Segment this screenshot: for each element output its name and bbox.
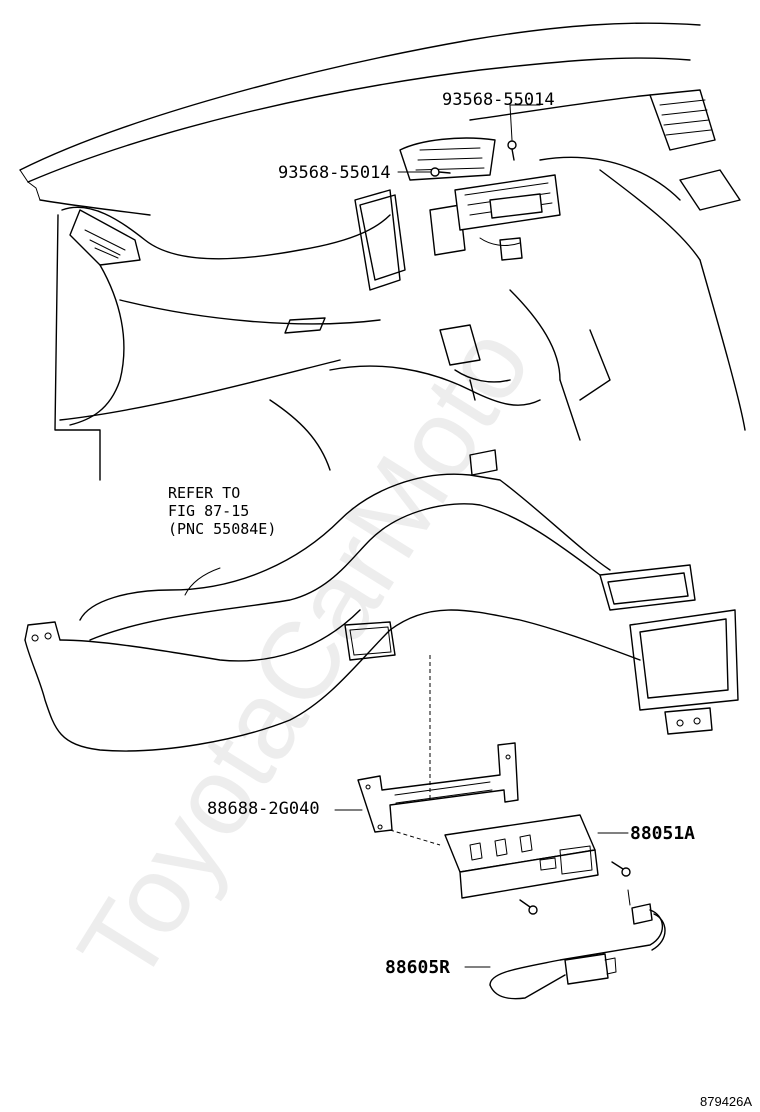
reference-note-line3: (PNC 55084E) [168, 520, 277, 538]
reference-note-line2: FIG 87-15 [168, 502, 250, 520]
screw-icon [507, 140, 517, 161]
part-label-screw-right: 93568-55014 [442, 90, 555, 110]
part-label-screw-left: 93568-55014 [278, 163, 391, 183]
sensor-illustration [444, 814, 631, 915]
screw-icon [430, 167, 451, 177]
screw-icon [519, 899, 538, 915]
part-label-bracket: 88688-2G040 [207, 799, 320, 819]
bracket-illustration [357, 655, 519, 846]
part-label-harness: 88605R [385, 957, 451, 978]
reference-note-line1: REFER TO [168, 484, 241, 502]
figure-id: 879426A [700, 1094, 753, 1109]
reference-note: REFER TO FIG 87-15 (PNC 55084E) [168, 484, 276, 538]
harness-illustration [334, 809, 666, 1000]
screw-icon [611, 861, 631, 877]
dashboard-illustration [19, 22, 746, 481]
part-label-sensor: 88051A [630, 823, 696, 844]
air-duct-illustration [24, 449, 739, 752]
